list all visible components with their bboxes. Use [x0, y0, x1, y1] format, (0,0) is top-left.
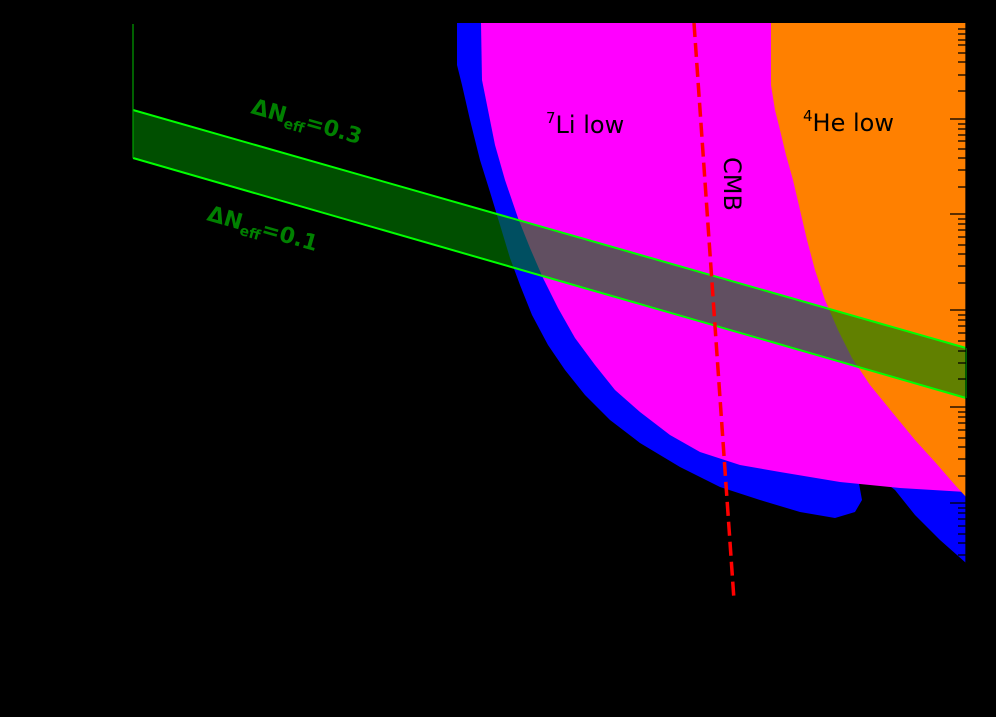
neff-band-upper-edge [132, 109, 967, 349]
label-cmb: CMB [718, 157, 746, 211]
label-4he-low: 4He low [803, 107, 894, 137]
label-7li-low: 7Li low [546, 109, 624, 139]
neff-band-lower-edge [132, 157, 967, 399]
cmb-line [692, 22, 736, 601]
neff-band [133, 110, 966, 398]
right-axis-ticks [950, 23, 967, 598]
